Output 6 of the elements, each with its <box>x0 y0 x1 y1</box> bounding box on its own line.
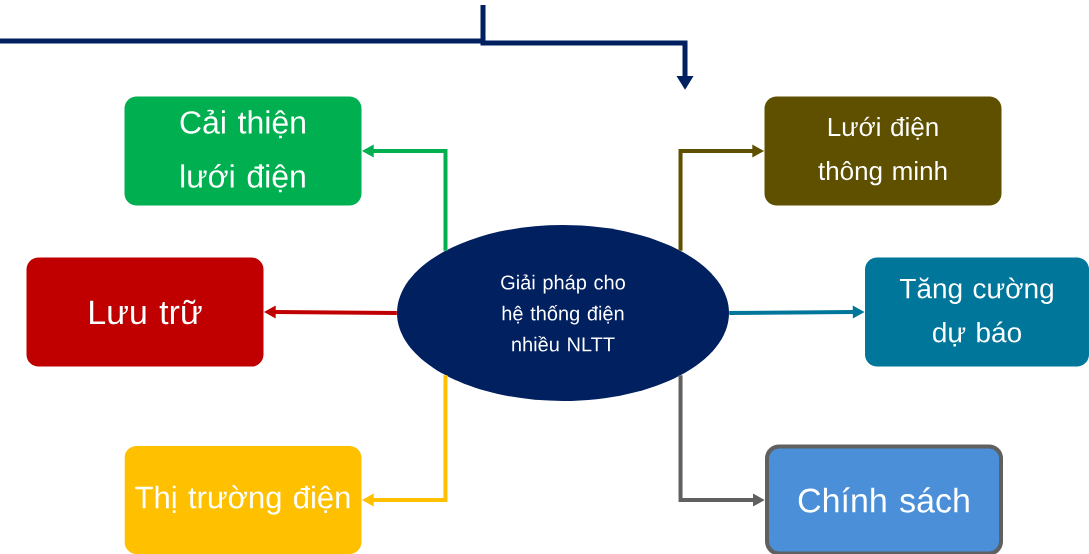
category-box: Cải thiện lưới điện <box>124 96 362 206</box>
category-box: Tăng cường dự báo <box>865 257 1089 367</box>
category-box: Thị trường điện <box>124 446 362 554</box>
category-box: Lưới điện thông minh <box>764 96 1002 206</box>
category-box: Chính sách <box>765 444 1003 554</box>
category-box: Lưu trữ <box>26 257 264 367</box>
